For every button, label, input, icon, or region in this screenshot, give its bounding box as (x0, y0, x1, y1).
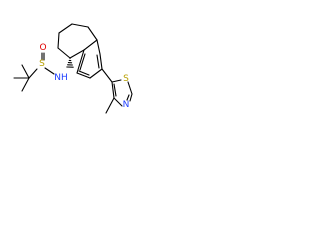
amine-nh-label: NH (54, 73, 68, 83)
benzene-ring (76, 39, 103, 79)
stereo-hashed-wedge (66, 57, 74, 68)
thiazole-sulfur-label: S (123, 74, 129, 84)
chemical-structure: O S NH S N (13, 23, 133, 114)
sulfinyl-sulfur-label: S (39, 59, 45, 69)
thiazole-ring (105, 79, 133, 114)
sulfinyl-group (41, 52, 55, 75)
cycloheptane-ring (57, 23, 98, 59)
biaryl-bond (101, 68, 113, 83)
sulfoxide-oxygen-label: O (39, 43, 46, 53)
thiazole-nitrogen-label: N (123, 100, 130, 110)
tert-butyl-group (13, 64, 38, 92)
